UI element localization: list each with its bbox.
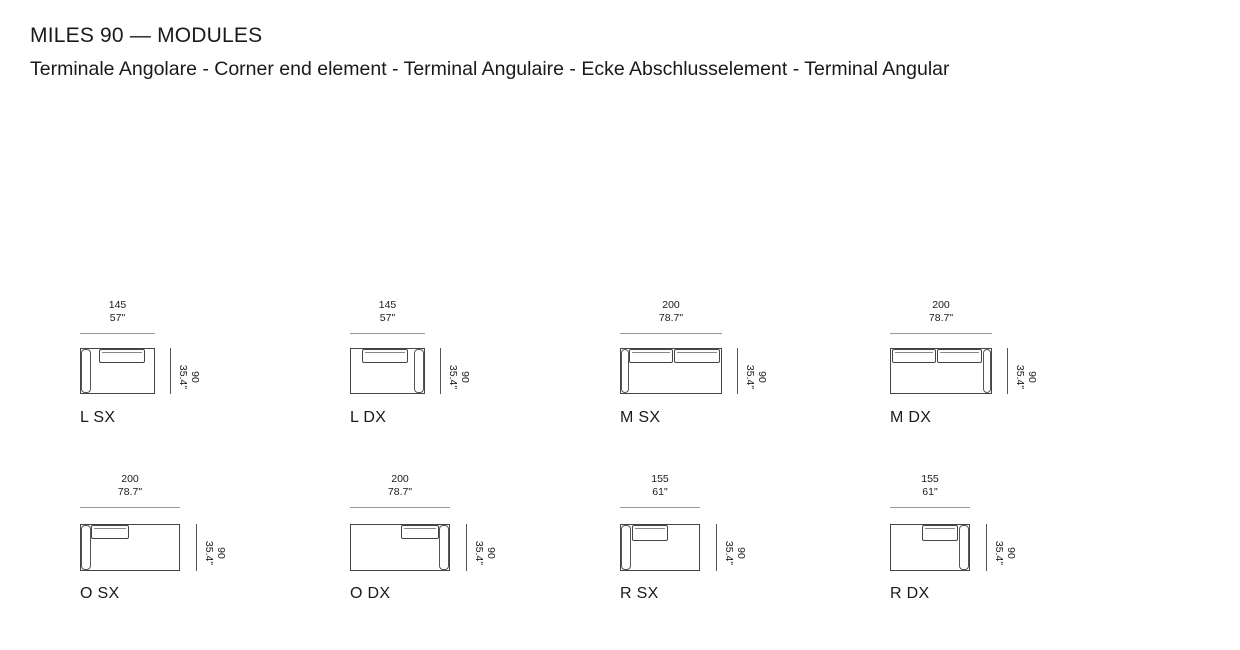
module-label: O DX (350, 585, 391, 602)
depth-dimension-line (716, 524, 717, 571)
depth-dimension-line (440, 348, 441, 394)
depth-dimension-line (1007, 348, 1008, 394)
width-dimension-line (80, 333, 155, 334)
width-dimension-line (890, 507, 970, 508)
width-cm: 200 (121, 473, 139, 485)
module-label: L SX (80, 409, 116, 426)
depth-cm: 90 (756, 371, 768, 383)
width-cm: 145 (108, 299, 127, 311)
sofa-arm (81, 525, 91, 570)
width-dimension: 155 61" (620, 473, 700, 499)
back-cushion (401, 525, 439, 539)
sofa-arm (621, 525, 631, 570)
width-dimension-line (620, 333, 722, 334)
depth-dimension: 90 35.4" (203, 533, 227, 573)
width-dimension-line (350, 333, 425, 334)
back-cushion (629, 349, 673, 363)
sofa-arm (959, 525, 969, 570)
width-dimension: 145 57" (80, 299, 155, 325)
depth-dimension: 90 35.4" (993, 533, 1017, 573)
page-title: MILES 90 — MODULES (30, 24, 263, 47)
module-label: O SX (80, 585, 120, 602)
depth-in: 35.4" (447, 364, 459, 390)
depth-in: 35.4" (473, 540, 485, 566)
width-cm: 145 (378, 299, 397, 311)
depth-cm: 90 (735, 547, 747, 559)
depth-cm: 90 (1005, 547, 1017, 559)
width-cm: 155 (651, 473, 669, 485)
width-dimension-line (890, 333, 992, 334)
depth-in: 35.4" (203, 540, 215, 566)
back-cushion (892, 349, 936, 363)
depth-dimension: 90 35.4" (447, 357, 471, 397)
width-dimension: 145 57" (350, 299, 425, 325)
width-in: 57" (109, 312, 126, 324)
depth-dimension-line (986, 524, 987, 571)
width-cm: 155 (921, 473, 939, 485)
depth-cm: 90 (1026, 371, 1038, 383)
back-cushion (362, 349, 408, 363)
depth-dimension: 90 35.4" (744, 357, 768, 397)
width-in: 61" (922, 486, 938, 498)
width-dimension: 200 78.7" (80, 473, 180, 499)
depth-cm: 90 (459, 371, 471, 383)
depth-cm: 90 (215, 547, 227, 559)
depth-in: 35.4" (1014, 364, 1026, 390)
depth-dimension: 90 35.4" (177, 357, 201, 397)
depth-cm: 90 (189, 371, 201, 383)
depth-dimension: 90 35.4" (473, 533, 497, 573)
width-in: 57" (379, 312, 396, 324)
back-cushion (922, 525, 958, 541)
depth-in: 35.4" (993, 540, 1005, 566)
width-dimension-line (620, 507, 700, 508)
width-dimension-line (80, 507, 180, 508)
module-label: M DX (890, 409, 932, 426)
width-cm: 200 (662, 299, 680, 311)
width-in: 78.7" (117, 486, 143, 498)
width-dimension: 200 78.7" (350, 473, 450, 499)
back-cushion (91, 525, 129, 539)
depth-cm: 90 (485, 547, 497, 559)
depth-dimension-line (170, 348, 171, 394)
sofa-arm (621, 349, 629, 393)
depth-dimension: 90 35.4" (723, 533, 747, 573)
sofa-arm (983, 349, 991, 393)
sofa-outline (80, 524, 180, 571)
module-label: M SX (620, 409, 661, 426)
width-in: 78.7" (387, 486, 413, 498)
back-cushion (99, 349, 145, 363)
width-dimension-line (350, 507, 450, 508)
sofa-arm (439, 525, 449, 570)
back-cushion (937, 349, 982, 363)
back-cushion (674, 349, 720, 363)
depth-dimension-line (737, 348, 738, 394)
width-cm: 200 (932, 299, 950, 311)
depth-dimension-line (466, 524, 467, 571)
depth-in: 35.4" (723, 540, 735, 566)
width-dimension: 155 61" (890, 473, 970, 499)
sofa-arm (414, 349, 424, 393)
module-label: L DX (350, 409, 387, 426)
sofa-arm (81, 349, 91, 393)
depth-in: 35.4" (177, 364, 189, 390)
width-in: 78.7" (928, 312, 954, 324)
depth-in: 35.4" (744, 364, 756, 390)
back-cushion (632, 525, 668, 541)
width-cm: 200 (391, 473, 409, 485)
module-label: R SX (620, 585, 659, 602)
page-subtitle: Terminale Angolare - Corner end element … (30, 58, 950, 80)
depth-dimension: 90 35.4" (1014, 357, 1038, 397)
depth-dimension-line (196, 524, 197, 571)
width-in: 61" (652, 486, 668, 498)
width-in: 78.7" (658, 312, 684, 324)
width-dimension: 200 78.7" (890, 299, 992, 325)
module-label: R DX (890, 585, 930, 602)
width-dimension: 200 78.7" (620, 299, 722, 325)
